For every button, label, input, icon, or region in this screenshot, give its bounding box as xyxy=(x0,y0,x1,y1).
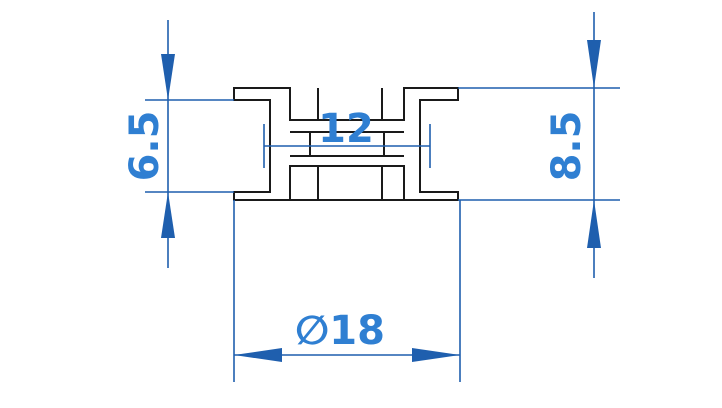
dimension-label-bore: 12 xyxy=(318,106,374,152)
arrow-right-down-icon xyxy=(587,40,601,88)
dimension-left-height: 6.5 xyxy=(122,20,234,268)
pulley-outline xyxy=(233,87,459,201)
arrow-left-up-icon xyxy=(161,192,175,238)
dimension-label-right: 8.5 xyxy=(544,111,590,182)
dimension-center-bore: 12 xyxy=(263,106,431,168)
arrow-diameter-left-icon xyxy=(234,348,282,362)
lower-hub xyxy=(289,165,405,201)
dimension-outer-diameter: ∅18 xyxy=(233,200,461,382)
arrow-right-up-icon xyxy=(587,200,601,248)
arrow-diameter-right-icon xyxy=(412,348,460,362)
upper-hub xyxy=(289,88,405,121)
dimension-label-left: 6.5 xyxy=(122,111,168,182)
dimension-right-height: 8.5 xyxy=(458,12,620,278)
arrow-left-down-icon xyxy=(161,54,175,100)
dimension-label-diameter: ∅18 xyxy=(295,308,385,354)
